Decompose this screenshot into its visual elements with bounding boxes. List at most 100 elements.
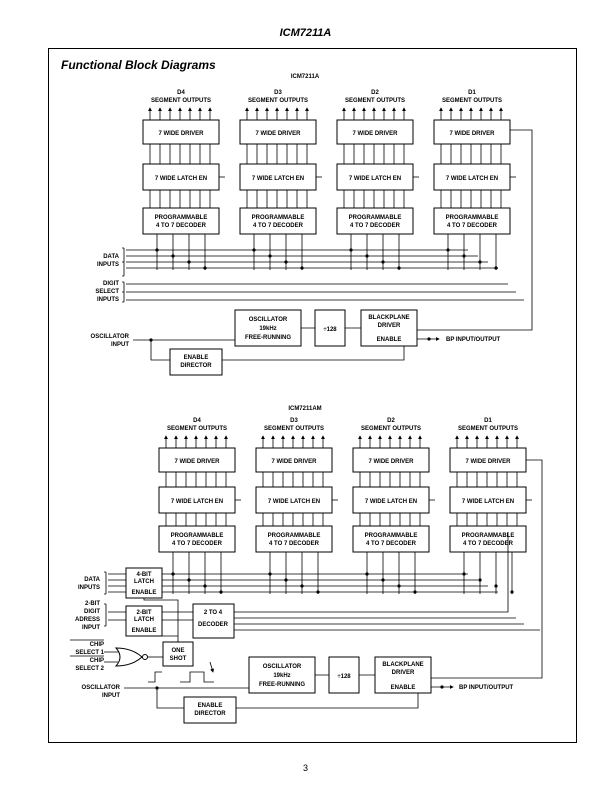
segment-outputs-label: SEGMENT OUTPUTS (248, 98, 308, 104)
diagram-b-chip1-label-2: SELECT 1 (75, 650, 104, 656)
diagram-b-oscillator-block (248, 656, 316, 694)
wide-latch-label: 7 WIDE LATCH EN (446, 176, 498, 182)
diagram-a-ed-line2: DIRECTOR (180, 363, 212, 369)
digit-label: D3 (290, 418, 298, 424)
decoder-label-line2: 4 TO 7 DECODER (366, 541, 417, 547)
wide-driver-block (239, 119, 317, 145)
wide-driver-block (336, 119, 414, 145)
diagram-a-oscillator-block (234, 309, 302, 347)
diagram-b-latch2-line3: ENABLE (132, 628, 157, 634)
diagram-a-data-label-2: INPUTS (97, 262, 119, 268)
segment-outputs-label: SEGMENT OUTPUTS (167, 426, 227, 432)
diagram-a-data-label-1: DATA (103, 254, 119, 260)
diagram-b-latch4-line3: ENABLE (132, 590, 157, 596)
diagram-b-oneshot-line2: SHOT (170, 656, 187, 662)
wide-driver-label: 7 WIDE DRIVER (255, 131, 301, 137)
digit-label: D4 (177, 90, 185, 96)
bus-junction-dot (478, 578, 482, 582)
decoder-label-line2: 4 TO 7 DECODER (172, 541, 223, 547)
programmable-decoder-block (158, 525, 236, 553)
wide-latch-label: 7 WIDE LATCH EN (171, 499, 223, 505)
wide-driver-block (449, 447, 527, 473)
diagram-a-bp-line2: DRIVER (378, 323, 401, 329)
diagram-b-bp-line2: DRIVER (392, 670, 415, 676)
segment-outputs-label: SEGMENT OUTPUTS (361, 426, 421, 432)
diagram-b-data-label-2: INPUTS (78, 585, 100, 591)
segment-outputs-label: SEGMENT OUTPUTS (442, 98, 502, 104)
bus-junction-dot (510, 590, 514, 594)
decoder-label-line1: PROGRAMMABLE (171, 533, 224, 539)
diagram-b-digit-label-2: DIGIT (84, 609, 100, 615)
diagram-b-dec24-line2: DECODER (198, 622, 229, 628)
diagram-b-bp-line1: BLACKPLANE (382, 662, 423, 668)
digit-label: D1 (468, 90, 476, 96)
wide-driver-label: 7 WIDE DRIVER (158, 131, 204, 137)
diagram-b-chip2-label-2: SELECT 2 (75, 666, 104, 672)
diagram-a-bp-output: BP INPUT/OUTPUT (446, 337, 501, 343)
diagram-a-bp-line3: ENABLE (377, 337, 402, 343)
decoder-label-line1: PROGRAMMABLE (252, 215, 305, 221)
diagram-a-ed-line1: ENABLE (184, 355, 209, 361)
diagram-b-latch2-line2: LATCH (134, 617, 154, 623)
diagram-b-bp-line3: ENABLE (391, 685, 416, 691)
digit-label: D3 (274, 90, 282, 96)
diagram-b-4bit-latch-block (125, 567, 163, 599)
section-title: Functional Block Diagrams (61, 58, 216, 72)
programmable-decoder-block (239, 207, 317, 235)
decoder-label-line1: PROGRAMMABLE (365, 533, 418, 539)
wide-driver-label: 7 WIDE DRIVER (368, 459, 414, 465)
digit-label: D2 (387, 418, 395, 424)
diagram-b-osc-block-line3: FREE-RUNNING (259, 682, 305, 688)
diagram-a-digit-label-2: SELECT (95, 289, 119, 295)
diagram-b-latch4-line2: LATCH (134, 579, 154, 585)
diagram-b-osc-label-2: INPUT (102, 693, 120, 699)
diagram-b-2bit-latch-block (125, 605, 163, 637)
diagram-a-title: ICM7211A (291, 74, 320, 80)
wide-driver-label: 7 WIDE DRIVER (449, 131, 495, 137)
wide-latch-label: 7 WIDE LATCH EN (462, 499, 514, 505)
decoder-label-line1: PROGRAMMABLE (446, 215, 499, 221)
wide-latch-block (142, 163, 220, 191)
wide-driver-block (255, 447, 333, 473)
wide-latch-label: 7 WIDE LATCH EN (252, 176, 304, 182)
diagram-b-ed-line2: DIRECTOR (194, 711, 226, 717)
wide-latch-block (239, 163, 317, 191)
digit-label: D1 (484, 418, 492, 424)
diagram-frame (48, 48, 577, 743)
programmable-decoder-block (142, 207, 220, 235)
diagram-b-osc-block-line2: 19kHz (273, 673, 290, 679)
diagram-b-digit-label-3: ADRESS (75, 617, 100, 623)
wide-latch-block (255, 486, 333, 514)
decoder-label-line2: 4 TO 7 DECODER (253, 223, 304, 229)
decoder-label-line1: PROGRAMMABLE (349, 215, 402, 221)
wide-latch-label: 7 WIDE LATCH EN (365, 499, 417, 505)
digit-label: D4 (193, 418, 201, 424)
wide-latch-label: 7 WIDE LATCH EN (268, 499, 320, 505)
diagram-b-divider-label: ÷128 (337, 674, 351, 680)
segment-outputs-label: SEGMENT OUTPUTS (345, 98, 405, 104)
wide-driver-label: 7 WIDE DRIVER (174, 459, 220, 465)
decoder-label-line1: PROGRAMMABLE (155, 215, 208, 221)
diagram-b-nor-gate (114, 647, 143, 667)
diagram-a-osc-block-line1: OSCILLATOR (249, 317, 288, 323)
wide-driver-label: 7 WIDE DRIVER (352, 131, 398, 137)
diagram-b-chip2-label-1: CHIP (90, 658, 104, 664)
wide-latch-label: 7 WIDE LATCH EN (155, 176, 207, 182)
diagram-b-2to4-decoder-block (192, 603, 235, 639)
diagram-b-osc-block-line1: OSCILLATOR (263, 664, 302, 670)
diagram-a-osc-block-line2: 19kHz (259, 326, 276, 332)
wide-driver-block (352, 447, 430, 473)
programmable-decoder-block (449, 525, 527, 553)
diagram-b-ed-line1: ENABLE (198, 703, 223, 709)
diagram-b-title: ICM7211AM (288, 406, 321, 412)
programmable-decoder-block (336, 207, 414, 235)
